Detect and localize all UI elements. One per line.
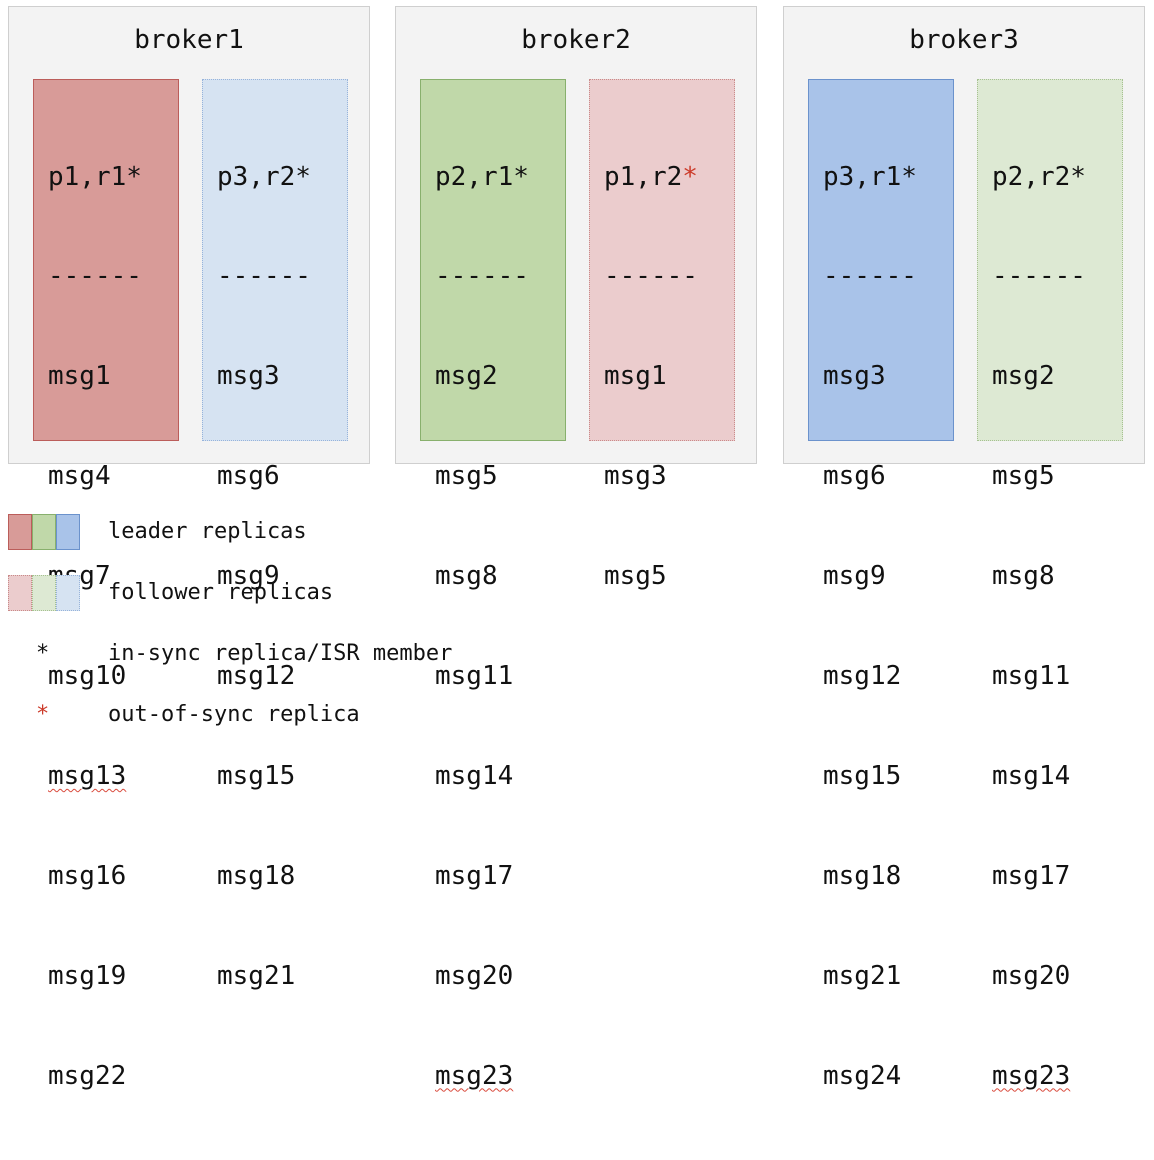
replica-p2-r2: p2,r2* ------ msg2 msg5 msg8 msg11 msg14… xyxy=(977,79,1123,1091)
message-item: msg6 xyxy=(217,461,280,492)
replica-p1-r2: p1,r2* ------ msg1 msg3 msg5 xyxy=(589,79,735,591)
replica-divider: ------ xyxy=(48,261,142,292)
replica-label: p1,r2 xyxy=(604,161,683,192)
replica-p1-r1: p1,r1* ------ msg1 msg4 msg7 msg10 msg13… xyxy=(33,79,179,1091)
broker-panel-2: broker2 p2,r1* ------ msg2 msg5 msg8 msg… xyxy=(395,6,757,1091)
replica-header: p1,r1* xyxy=(48,161,178,194)
message-item: msg10 xyxy=(48,661,127,692)
message-item: msg4 xyxy=(48,461,111,492)
message-item: msg20 xyxy=(435,960,514,991)
replica-label: p3,r2 xyxy=(217,161,296,192)
message-item: msg15 xyxy=(217,760,296,791)
message-item: msg17 xyxy=(435,860,514,891)
message-item: msg8 xyxy=(992,561,1055,592)
message-item: msg18 xyxy=(823,860,902,891)
in-sync-star: * xyxy=(295,161,311,192)
message-item: msg3 xyxy=(823,361,886,392)
broker-panel-1: broker1 p1,r1* ------ msg1 msg4 msg7 msg… xyxy=(8,6,370,1091)
replica-divider: ------ xyxy=(604,261,698,292)
leader-swatch-red xyxy=(8,514,32,550)
message-item: msg13 xyxy=(48,760,178,793)
message-item: msg21 xyxy=(823,960,902,991)
message-item: msg23 xyxy=(992,1060,1122,1093)
message-item: msg8 xyxy=(435,561,498,592)
message-text: msg13 xyxy=(48,760,127,791)
legend-follower-label: follower replicas xyxy=(108,580,334,605)
legend-leader-label: leader replicas xyxy=(108,519,307,544)
in-sync-star-icon: * xyxy=(36,641,50,666)
replica-header: p3,r1* xyxy=(823,161,953,194)
replica-p2-r1: p2,r1* ------ msg2 msg5 msg8 msg11 msg14… xyxy=(420,79,566,1091)
follower-swatch-green xyxy=(32,575,56,611)
in-sync-star: * xyxy=(1070,161,1086,192)
message-item: msg5 xyxy=(992,461,1055,492)
in-sync-star: * xyxy=(126,161,142,192)
out-of-sync-star-icon: * xyxy=(36,702,50,727)
message-item: msg11 xyxy=(435,661,514,692)
legend-oos-label: out-of-sync replica xyxy=(108,702,360,727)
message-item: msg12 xyxy=(823,661,902,692)
message-item: msg11 xyxy=(992,661,1071,692)
follower-swatch-blue xyxy=(56,575,80,611)
broker-title: broker1 xyxy=(134,25,244,55)
message-item: msg19 xyxy=(48,960,127,991)
message-item: msg18 xyxy=(217,860,296,891)
legend-isr-label: in-sync replica/ISR member xyxy=(108,641,453,666)
message-item: msg24 xyxy=(823,1060,902,1091)
replica-p3-r2: p3,r2* ------ msg3 msg6 msg9 msg12 msg15… xyxy=(202,79,348,991)
message-item: msg21 xyxy=(217,960,296,991)
leader-swatch-green xyxy=(32,514,56,550)
replica-label: p2,r2 xyxy=(992,161,1071,192)
broker-panel-3: broker3 p3,r1* ------ msg3 msg6 msg9 msg… xyxy=(783,6,1145,1091)
message-item: msg14 xyxy=(992,760,1071,791)
message-item: msg12 xyxy=(217,661,296,692)
replica-header: p3,r2* xyxy=(217,161,347,194)
replica-header: p2,r2* xyxy=(992,161,1122,194)
message-item: msg5 xyxy=(604,561,667,592)
replica-label: p2,r1 xyxy=(435,161,514,192)
follower-swatch-red xyxy=(8,575,32,611)
broker-title: broker2 xyxy=(521,25,631,55)
message-item: msg22 xyxy=(48,1060,127,1091)
message-item: msg9 xyxy=(217,561,280,592)
replica-divider: ------ xyxy=(217,261,311,292)
message-item: msg23 xyxy=(435,1060,565,1093)
message-item: msg20 xyxy=(992,960,1071,991)
message-text: msg23 xyxy=(992,1060,1071,1091)
message-item: msg2 xyxy=(435,361,498,392)
message-item: msg2 xyxy=(992,361,1055,392)
replica-header: p2,r1* xyxy=(435,161,565,194)
out-of-sync-star: * xyxy=(682,161,698,192)
message-item: msg6 xyxy=(823,461,886,492)
message-item: msg14 xyxy=(435,760,514,791)
message-item: msg3 xyxy=(217,361,280,392)
broker-title: broker3 xyxy=(909,25,1019,55)
replica-label: p3,r1 xyxy=(823,161,902,192)
replica-divider: ------ xyxy=(823,261,917,292)
message-item: msg3 xyxy=(604,461,667,492)
in-sync-star: * xyxy=(513,161,529,192)
message-item: msg17 xyxy=(992,860,1071,891)
replica-divider: ------ xyxy=(992,261,1086,292)
message-item: msg1 xyxy=(604,361,667,392)
leader-swatch-blue xyxy=(56,514,80,550)
replica-p3-r1: p3,r1* ------ msg3 msg6 msg9 msg12 msg15… xyxy=(808,79,954,1091)
replica-divider: ------ xyxy=(435,261,529,292)
message-item: msg9 xyxy=(823,561,886,592)
message-item: msg1 xyxy=(48,361,111,392)
replica-label: p1,r1 xyxy=(48,161,127,192)
message-item: msg5 xyxy=(435,461,498,492)
replica-header: p1,r2* xyxy=(604,161,734,194)
message-item: msg15 xyxy=(823,760,902,791)
message-item: msg16 xyxy=(48,860,127,891)
in-sync-star: * xyxy=(901,161,917,192)
message-text: msg23 xyxy=(435,1060,514,1091)
